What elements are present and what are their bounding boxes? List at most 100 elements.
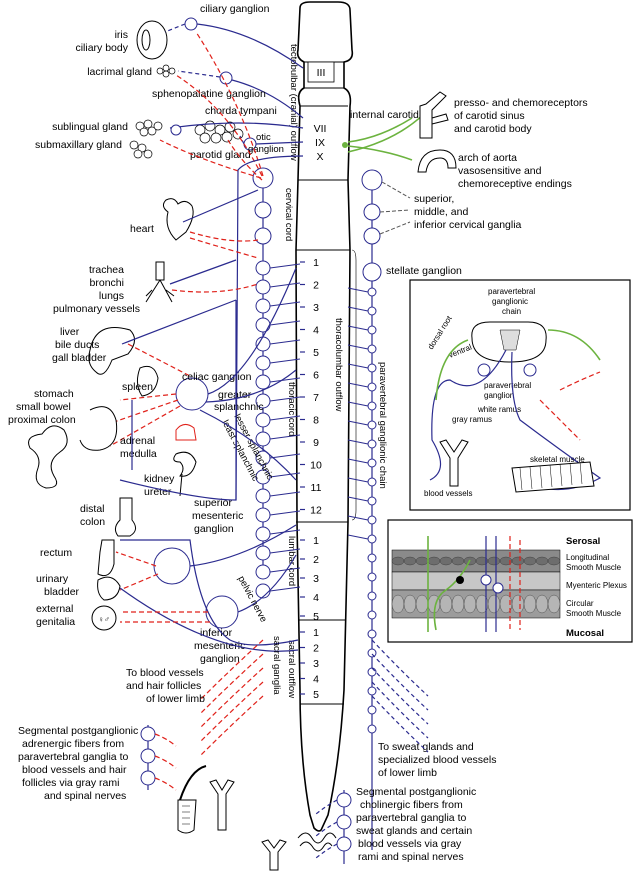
- longitudinal-muscle-cell: [547, 556, 561, 566]
- left-chain-ganglion: [255, 355, 271, 371]
- cervical-ganglia-label: superior,: [414, 193, 454, 205]
- inset-white-ramus-label: white ramus: [477, 405, 521, 414]
- right-chain-ganglion: [367, 591, 377, 601]
- right-white-ramus: [347, 420, 369, 426]
- serosal-label: Serosal: [566, 536, 600, 547]
- liver-icon: [88, 327, 135, 375]
- left-white-ramus: [269, 396, 301, 402]
- sweat-gland-fiber: [371, 653, 429, 711]
- lungs-icon: [145, 261, 175, 303]
- left-inferior-cervical-ganglion: [254, 227, 272, 245]
- circular-muscle-cell: [511, 594, 525, 614]
- sweat-glands-label-2: specialized blood vessels: [378, 754, 496, 766]
- left-white-ramus: [269, 320, 301, 326]
- left-chain-ganglion: [255, 260, 271, 276]
- right-white-ramus: [347, 382, 369, 388]
- cholinergic-fiber: [315, 821, 338, 837]
- stomach-label: stomach: [34, 388, 74, 400]
- gut-neuron-icon: [456, 576, 464, 584]
- lower-limb-red-fibers: [199, 639, 264, 757]
- adrenergic-note-6: and spinal nerves: [44, 790, 126, 802]
- kidney-label: kidney: [144, 473, 175, 485]
- left-white-ramus: [269, 453, 301, 459]
- cholinergic-note-1: Segmental postganglionic: [356, 786, 476, 798]
- ciliary-ganglion-label: ciliary ganglion: [200, 3, 270, 15]
- inset-skeletal-muscle-label: skeletal muscle: [530, 455, 585, 464]
- adrenergic-note: Segmental postganglionic adrenergic fibe…: [18, 725, 138, 802]
- right-chain-ganglion: [367, 629, 377, 639]
- thoracic-cord-label: thoracic cord: [286, 382, 297, 436]
- stomach-label-3: proximal colon: [8, 414, 76, 426]
- cervical-ganglia-label-2: middle, and: [414, 206, 468, 218]
- sacral-segment-5: 5: [313, 689, 319, 701]
- lumbar-segment-4: 4: [313, 592, 319, 604]
- lower-limb-label-2: and hair follicles: [126, 680, 201, 692]
- carotid-artery-icon: [419, 91, 449, 139]
- stellate-ganglion-icon: [362, 262, 382, 282]
- left-white-ramus: [269, 358, 301, 364]
- sweat-gland-fiber: [371, 681, 429, 739]
- aortic-arch-icon: [417, 149, 457, 173]
- cranial-nerve-VII: VII: [314, 123, 327, 135]
- longitudinal-label-2: Smooth Muscle: [566, 563, 622, 572]
- longitudinal-muscle-cell: [427, 556, 441, 566]
- right-chain-ganglion: [367, 306, 377, 316]
- left-white-ramus: [269, 548, 301, 554]
- hair-follicle-icon: [177, 765, 207, 834]
- sublingual-gland-label: sublingual gland: [52, 121, 128, 133]
- longitudinal-muscle-cell: [511, 556, 525, 566]
- chemoreceptors-label-2: of carotid sinus: [454, 110, 525, 122]
- right-white-ramus: [347, 458, 369, 464]
- right-white-ramus: [347, 515, 369, 521]
- right-chain-ganglion: [367, 515, 377, 525]
- lower-limb-red-fiber: [199, 653, 264, 715]
- pelvic-nerve-label: pelvic nerve: [235, 574, 269, 624]
- circular-muscle-cell: [415, 594, 429, 614]
- myenteric-label: Myenteric Plexus: [566, 581, 627, 590]
- adrenergic-fiber: [154, 777, 177, 791]
- liver-label: liver: [60, 326, 80, 338]
- left-chain-ganglion: [255, 374, 271, 390]
- inferior-mesenteric-label: inferior: [200, 627, 233, 639]
- right-white-ramus: [347, 306, 369, 312]
- paravertebral-chain-label: paravertebral ganglionic chain: [377, 362, 388, 489]
- cranial-outflow-label: tectobulbar (cranial) outflow: [288, 44, 299, 161]
- submaxillary-gland-label: submaxillary gland: [35, 139, 122, 151]
- left-chain-ganglion: [255, 545, 271, 561]
- sweat-gland-icon: [261, 832, 337, 871]
- left-white-ramus: [269, 472, 301, 478]
- chemoreceptors-label: presso- and chemoreceptors: [454, 97, 588, 109]
- inset-blood-vessel-icon: [439, 439, 469, 487]
- sweat-glands-label: To sweat glands and: [378, 741, 474, 753]
- otic-label: otic: [256, 132, 271, 143]
- left-white-ramus: [269, 491, 301, 497]
- circular-muscle-cell: [403, 594, 417, 614]
- right-chain-ganglion: [367, 458, 377, 468]
- inset-skeletal-muscle-icon: [511, 461, 595, 493]
- left-chain-ganglion: [255, 488, 271, 504]
- afferent-fibers: presso- and chemoreceptors of carotid si…: [342, 91, 588, 190]
- inset-ganglion-label-1: paravertebral: [484, 381, 531, 390]
- left-organs: heart trachea bronchi lungs pulmonary ve…: [8, 189, 299, 834]
- myenteric-plexus-layer: [391, 571, 561, 591]
- cranial-nerve-X: X: [316, 151, 323, 163]
- longitudinal-muscle-cell: [391, 556, 405, 566]
- right-chain-ganglion: [367, 686, 377, 696]
- cholinergic-note: Segmental postganglionic cholinergic fib…: [261, 786, 476, 871]
- sacral-segment-1: 1: [313, 627, 319, 639]
- right-chain-ganglion: [367, 496, 377, 506]
- inferior-mesenteric-ganglion-icon: [205, 595, 239, 629]
- cervical-ganglia-label-3: inferior cervical ganglia: [414, 219, 522, 231]
- cholinergic-ganglion-icon: [336, 836, 352, 852]
- right-white-ramus: [347, 344, 369, 350]
- lacrimal-gland-icon: [156, 64, 176, 78]
- bladder-label: urinary: [36, 573, 69, 585]
- thoracic-segment-5: 5: [313, 347, 319, 359]
- sublingual-gland-icon: [135, 119, 163, 137]
- right-chain-ganglia: [347, 287, 377, 734]
- longitudinal-muscle-cell: [439, 556, 453, 566]
- superior-cervical-ganglion-icon: [361, 169, 383, 191]
- cholinergic-note-4: sweat glands and certain: [356, 825, 472, 837]
- gut-ganglion-icon: [480, 574, 492, 586]
